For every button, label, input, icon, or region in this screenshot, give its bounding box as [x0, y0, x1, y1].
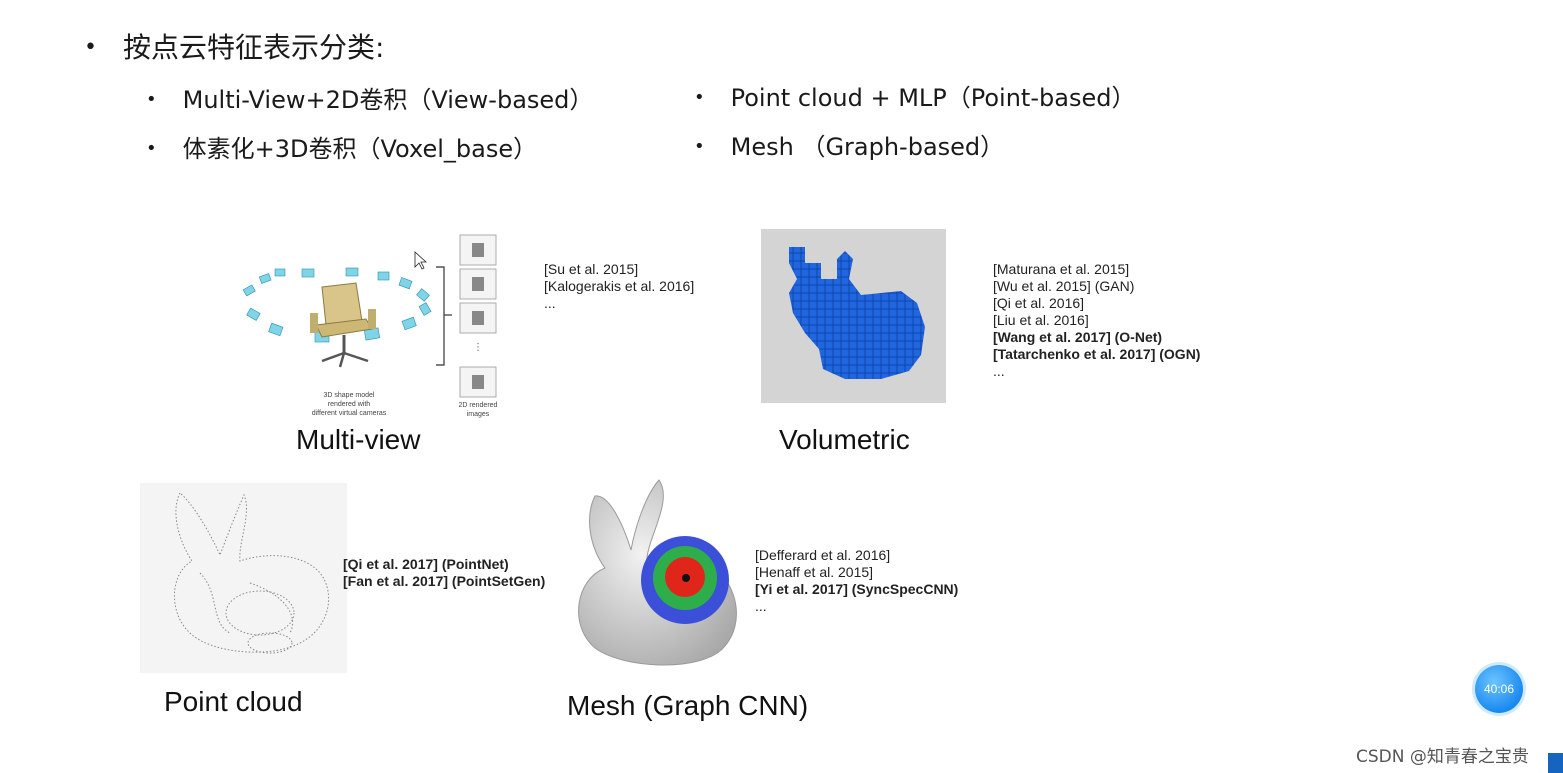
ref-line: [Henaff et al. 2015]	[755, 564, 874, 580]
timer-badge[interactable]: 40:06	[1475, 665, 1523, 713]
pointcloud-figure	[140, 483, 347, 673]
ref-line: ...	[544, 295, 556, 311]
ref-line: [Su et al. 2015]	[544, 261, 639, 277]
label-3d-shape: 3D shape model rendered with different v…	[294, 391, 404, 418]
caption-pointcloud: Point cloud	[164, 686, 303, 717]
ref-line-bold: [Tatarchenko et al. 2017] (OGN)	[993, 346, 1201, 362]
sub-bullet: • 体素化+3D卷积（Voxel_base）	[146, 133, 537, 165]
ref-line: [Defferard et al. 2016]	[755, 547, 891, 563]
main-bullet: • 按点云特征表示分类:	[84, 30, 384, 66]
mesh-figure	[578, 479, 737, 666]
bullet-dot: •	[694, 136, 705, 157]
caption-multiview: Multi-view	[296, 424, 421, 455]
bullet-graph-based: Mesh （Graph-based）	[730, 133, 1005, 161]
chair-icon	[310, 282, 376, 368]
ref-line: [Liu et al. 2016]	[993, 312, 1089, 328]
bullet-view-based: Multi-View+2D卷积（View-based）	[182, 86, 594, 114]
label-line: rendered with	[327, 401, 371, 408]
ref-line: [Kalogerakis et al. 2016]	[544, 278, 695, 294]
sub-bullet: • Mesh （Graph-based）	[694, 131, 1004, 163]
watermark: CSDN @知青春之宝贵	[1356, 747, 1529, 767]
ref-line-bold: [Yi et al. 2017] (SyncSpecCNN)	[755, 581, 959, 597]
ref-line-bold: [Fan et al. 2017] (PointSetGen)	[343, 573, 546, 589]
caption-mesh: Mesh (Graph CNN)	[567, 690, 809, 721]
svg-text:⋮: ⋮	[473, 342, 483, 353]
ref-line: [Maturana et al. 2015]	[993, 261, 1130, 277]
multiview-figure: ⋮	[242, 234, 497, 398]
label-line: 3D shape model	[323, 392, 375, 399]
slide-heading: 按点云特征表示分类:	[122, 31, 385, 64]
label-line: images	[466, 411, 490, 418]
label-2d-rendered: 2D rendered images	[448, 401, 508, 419]
sub-bullet: • Multi-View+2D卷积（View-based）	[146, 84, 593, 116]
cursor-icon	[414, 251, 428, 270]
label-line: 2D rendered	[458, 402, 498, 409]
bullet-voxel-based: 体素化+3D卷积（Voxel_base）	[182, 135, 538, 163]
volumetric-refs: [Maturana et al. 2015] [Wu et al. 2015] …	[993, 261, 1200, 380]
caption-volumetric: Volumetric	[779, 424, 910, 455]
bullet-point-based: Point cloud + MLP（Point-based）	[730, 84, 1136, 112]
volumetric-figure	[761, 229, 946, 403]
sub-bullet: • Point cloud + MLP（Point-based）	[694, 82, 1135, 114]
bullet-dot: •	[694, 87, 705, 108]
ref-line: ...	[755, 598, 767, 614]
bullet-dot: •	[84, 35, 97, 60]
corner-tab	[1548, 753, 1563, 773]
pointcloud-refs: [Qi et al. 2017] (PointNet) [Fan et al. …	[343, 556, 545, 590]
ref-line-bold: [Wang et al. 2017] (O-Net)	[993, 329, 1163, 345]
ref-line: [Wu et al. 2015] (GAN)	[993, 278, 1135, 294]
bullet-dot: •	[146, 138, 157, 159]
ref-line: [Qi et al. 2016]	[993, 295, 1085, 311]
ref-line-bold: [Qi et al. 2017] (PointNet)	[343, 556, 509, 572]
ref-line: ...	[993, 363, 1005, 379]
label-line: different virtual cameras	[311, 410, 387, 417]
multiview-refs: [Su et al. 2015] [Kalogerakis et al. 201…	[544, 261, 694, 312]
mesh-refs: [Defferard et al. 2016] [Henaff et al. 2…	[755, 547, 958, 615]
bullet-dot: •	[146, 89, 157, 110]
